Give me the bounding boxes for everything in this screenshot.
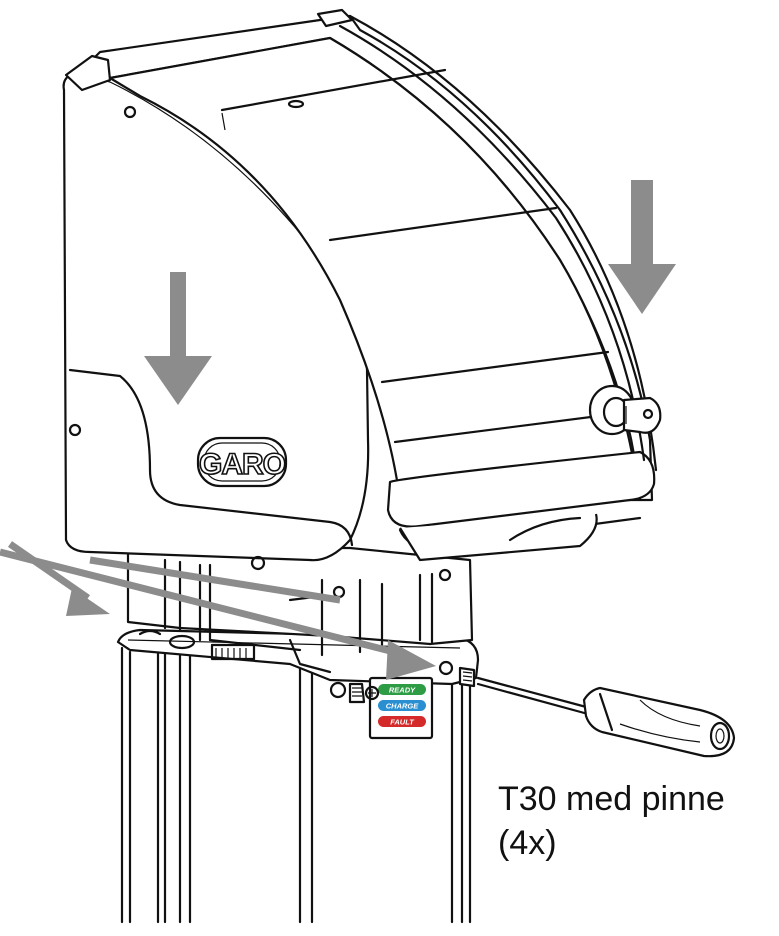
fault-label: FAULT — [390, 718, 415, 727]
screw-left — [329, 681, 380, 704]
front-cover — [64, 8, 658, 562]
screwdriver — [476, 676, 736, 758]
screw-right — [438, 660, 476, 688]
screwdriver-icon — [582, 686, 736, 758]
charge-indicator — [378, 700, 426, 711]
pedestal-post — [116, 628, 480, 924]
down-arrow-left — [144, 272, 212, 405]
diagonal-arrow-icon-back — [66, 588, 110, 616]
down-arrow-right — [608, 180, 676, 314]
status-label: READY CHARGE FAULT — [368, 676, 434, 740]
down-arrow-icon-right — [608, 180, 676, 314]
diagonal-arrow-back — [8, 541, 341, 616]
tool-callout: T30 med pinne — [498, 780, 725, 818]
quantity-callout: (4x) — [498, 824, 557, 862]
garo-logo-frame — [196, 436, 288, 488]
ready-label: READY — [389, 686, 416, 695]
screw-icon — [348, 682, 366, 704]
key-icon — [622, 396, 662, 434]
key-lock — [588, 384, 662, 436]
ready-indicator — [378, 684, 426, 695]
diagonal-arrow-front — [0, 548, 436, 680]
charge-label: CHARGE — [386, 702, 419, 711]
diagonal-arrow-icon — [386, 640, 436, 680]
fault-indicator — [378, 716, 426, 727]
down-arrow-icon — [144, 272, 212, 405]
garo-logo-text: GARO — [199, 448, 286, 481]
